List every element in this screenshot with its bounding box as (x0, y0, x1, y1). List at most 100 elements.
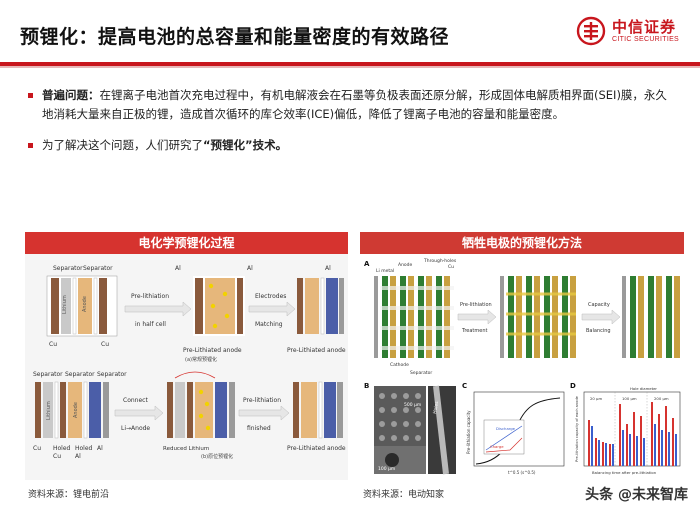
page-title: 预锂化：提高电池的总容量和能量密度的有效路径 (20, 26, 450, 48)
full-cell-diagram (297, 277, 344, 335)
label-anode-2: Anode (73, 402, 79, 418)
label-al-1: Al (175, 265, 181, 272)
label-holed-cu-1: Cu (53, 453, 61, 460)
label-prelithiated-anode-3: Pre-Lithiated anode (287, 445, 346, 452)
electrochemical-diagram: Separator Separator Al Al Al Lithium Ano… (25, 254, 348, 480)
label-panel-a: A (364, 260, 370, 268)
label-li-metal: Li metal (376, 268, 394, 274)
arrow-right-icon (114, 405, 164, 421)
label-d100: 100 μm (622, 396, 637, 401)
lithium-transfer-cell (167, 371, 235, 438)
source-right: 资料来源：电动知家 (363, 490, 445, 500)
prelithiated-anode-cell (193, 276, 245, 336)
arrow-right-icon (581, 309, 621, 325)
axis-d-ylabel: Pre-lithiation capacity of each anode (575, 395, 579, 462)
label-prelithiated-anode-2: Pre-Lithiated anode (287, 347, 346, 354)
sacrificial-electrode-diagram: A Li metal Anode Through-holes Cu Catho (360, 254, 684, 480)
arrow-right-icon (238, 405, 290, 421)
bullet-list: 普遍问题：在锂离子电池首次充电过程中，有机电解液会在石墨等负极表面还原分解，形成… (28, 86, 678, 167)
label-panel-d: D (570, 382, 576, 390)
label-scale-100: 100 μm (378, 466, 395, 472)
label-d200: 200 μm (654, 396, 669, 401)
label-cu-3: Cu (33, 445, 41, 452)
label-scale-500: 500 μm (404, 402, 421, 408)
header-divider-light (0, 66, 700, 68)
plot-d-bars (588, 402, 677, 466)
arrow-right-icon (248, 301, 296, 317)
axis-c-xlabel: t^0.5 (s^0.5) (508, 470, 536, 475)
label-separator-5: Separator (97, 371, 127, 378)
label-cathode: Cathode (390, 362, 409, 368)
bullet-lead: 普遍问题： (42, 88, 100, 102)
stacked-cell-a2 (500, 276, 576, 358)
label-balancing: Balancing (586, 328, 611, 334)
label-anode: Anode (82, 296, 88, 312)
panel-title: 电化学预锂化过程 (25, 232, 348, 254)
label-anode-a: Anode (398, 262, 413, 268)
caption-conventional: (a)常规预锂化 (185, 356, 217, 363)
half-cell-diagram: Lithium Anode (46, 275, 118, 337)
label-holed-2: Holed (75, 445, 93, 452)
citic-logo-icon (576, 16, 606, 46)
citic-logo: 中信证券 CITIC SECURITIES (576, 14, 686, 50)
panel-title: 牺牲电极的预锂化方法 (360, 232, 684, 254)
label-holed-1: Holed (53, 445, 71, 452)
source-left: 资料来源：锂电前沿 (28, 490, 110, 500)
label-panel-b: B (364, 382, 369, 390)
label-capacity: Capacity (588, 302, 610, 308)
label-connect: Connect (123, 397, 148, 404)
sacrificial-electrode-panel: 牺牲电极的预锂化方法 A Li metal Anode Through-hole… (360, 232, 684, 480)
label-li-anode: Li→Anode (121, 425, 150, 432)
logo-chinese-name: 中信证券 (612, 18, 677, 36)
stacked-cell-a1 (374, 276, 454, 358)
stacked-cell-a3 (622, 276, 680, 358)
logo-english-name: CITIC SECURITIES (612, 36, 680, 43)
label-separator-2: Separator (83, 265, 113, 272)
arrow-right-icon (124, 301, 192, 317)
label-al-2: Al (247, 265, 253, 272)
electrochemical-diagram-svg: Separator Separator Al Al Al Lithium Ano… (33, 265, 346, 460)
sem-image-holes (374, 385, 456, 475)
label-prelithiation: Pre-lithiation (243, 397, 281, 404)
label-lithium: Lithium (62, 295, 68, 314)
legend-charge: Charge (490, 444, 504, 449)
label-treatment: Treatment (461, 328, 487, 334)
bullet-text: 在锂离子电池首次充电过程中，有机电解液会在石墨等负极表面还原分解，形成固体电解质… (42, 88, 667, 121)
label-lithium-2: Lithium (46, 401, 52, 420)
label-through-holes: Through-holes (423, 258, 457, 264)
label-cu-2: Cu (101, 341, 109, 348)
label-prelithiated-anode-1: Pre-Lithiated anode (183, 347, 242, 354)
arrow-right-icon (457, 309, 497, 325)
legend-discharge: Discharge (496, 426, 516, 431)
bullet-text-before: 为了解决这个问题，人们研究了 (42, 138, 203, 152)
label-hole-diameter: Hole diameter (630, 386, 657, 391)
label-in-half-cell: in half cell (135, 321, 166, 328)
label-holed-al: Al (75, 453, 81, 460)
bullet-text-after: 技术。 (252, 138, 288, 152)
label-separator-a: Separator (410, 370, 432, 376)
label-d20: 20 μm (590, 396, 602, 401)
bullet-solution: 为了解决这个问题，人们研究了“预锂化”技术。 (28, 136, 678, 155)
watermark: 头条 @未来智库 (585, 487, 688, 503)
finished-cell-diagram (293, 381, 343, 439)
label-cu-1: Cu (49, 341, 57, 348)
label-separator-4: Separator (65, 371, 95, 378)
bullet-emphasis: “预锂化” (203, 138, 253, 152)
electrochemical-prelithiation-panel: 电化学预锂化过程 Separator Separator Al Al Al Li… (25, 232, 348, 480)
label-prelithiation-half: Pre-lithiation (131, 293, 169, 300)
label-panel-c: C (462, 382, 467, 390)
label-separator-3: Separator (33, 371, 63, 378)
header-divider (0, 62, 700, 66)
label-holes: Holes (432, 400, 440, 414)
bullet-common-problem: 普遍问题：在锂离子电池首次充电过程中，有机电解液会在石墨等负极表面还原分解，形成… (28, 86, 678, 124)
in-situ-cell-diagram: Lithium Anode (35, 381, 109, 439)
label-reduced-lithium: Reduced Lithium (163, 446, 209, 452)
plot-c-axes (473, 391, 565, 467)
label-finished: finished (247, 425, 271, 432)
label-cu-a: Cu (448, 264, 454, 270)
sacrificial-electrode-svg: A Li metal Anode Through-holes Cu Catho (360, 254, 684, 480)
label-prelithiation-a: Pre-lithiation (460, 302, 492, 308)
axis-c-ylabel: Pre-lithiation capacity (466, 410, 471, 454)
axis-d-xlabel: Balancing time after pre-lithiation (592, 470, 657, 475)
label-electrodes: Electrodes (255, 293, 286, 300)
